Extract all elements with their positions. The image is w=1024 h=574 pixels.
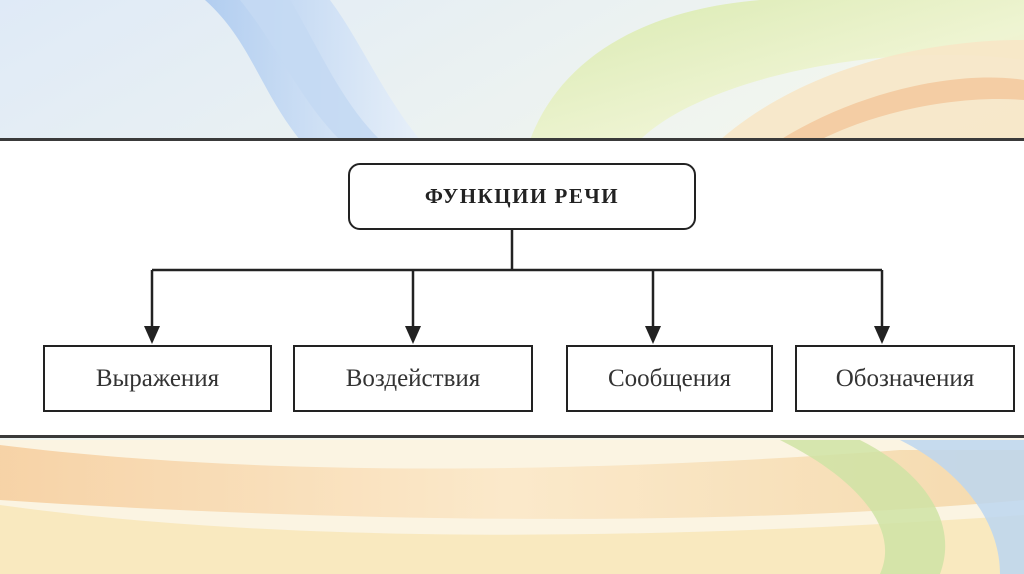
child-node-message: Сообщения <box>566 345 773 412</box>
root-node-label: ФУНКЦИИ РЕЧИ <box>425 184 619 209</box>
child-node-label: Выражения <box>96 365 219 393</box>
child-node-label: Обозначения <box>836 365 975 393</box>
child-node-expression: Выражения <box>43 345 272 412</box>
child-node-designation: Обозначения <box>795 345 1015 412</box>
child-node-influence: Воздействия <box>293 345 533 412</box>
child-node-label: Сообщения <box>608 365 731 393</box>
child-node-label: Воздействия <box>346 365 481 393</box>
root-node: ФУНКЦИИ РЕЧИ <box>348 163 696 230</box>
